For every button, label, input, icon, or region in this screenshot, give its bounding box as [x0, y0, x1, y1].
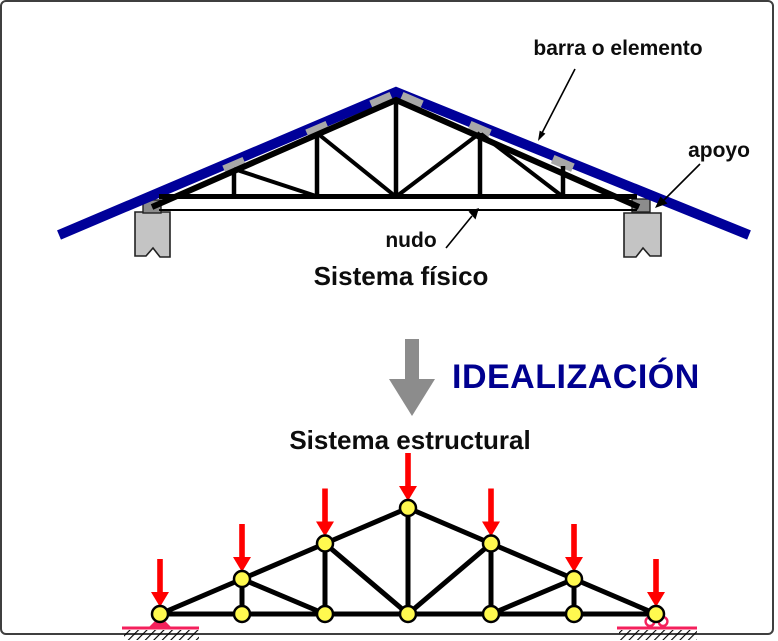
load-arrow — [482, 488, 500, 537]
idealization-label: IDEALIZACIÓN — [452, 358, 700, 396]
idealized-truss — [122, 453, 697, 640]
joint-leader-line — [445, 215, 473, 249]
left-support-column — [134, 211, 171, 258]
truss-joints — [150, 498, 666, 624]
physical-system-caption: Sistema físico — [313, 261, 489, 291]
load-arrow — [565, 524, 583, 572]
load-arrow — [647, 559, 665, 607]
bar-leader-line — [541, 68, 576, 134]
idealization-arrow-icon — [389, 339, 435, 416]
roof-bar — [57, 86, 751, 240]
diagonal-members — [233, 131, 564, 198]
bar-label: barra o elemento — [533, 37, 703, 60]
bar-leader-arrowhead — [538, 130, 546, 141]
joint-leader-arrowhead — [468, 208, 479, 220]
structural-system-caption: Sistema estructural — [289, 425, 531, 455]
support-label: apoyo — [688, 139, 750, 162]
load-arrow — [399, 453, 417, 501]
support-leader-line — [661, 163, 701, 203]
joint-label: nudo — [385, 229, 437, 252]
vertical-members — [231, 101, 566, 195]
physical-truss — [57, 68, 751, 258]
support-leader-arrowhead — [655, 196, 668, 208]
load-arrows — [151, 453, 665, 607]
leader-lines — [445, 68, 701, 249]
truss-members — [157, 505, 659, 617]
right-support-column — [623, 212, 662, 258]
load-arrow — [233, 524, 251, 572]
load-arrow — [151, 559, 169, 607]
gusset-plates — [222, 91, 575, 174]
load-arrow — [316, 488, 334, 537]
